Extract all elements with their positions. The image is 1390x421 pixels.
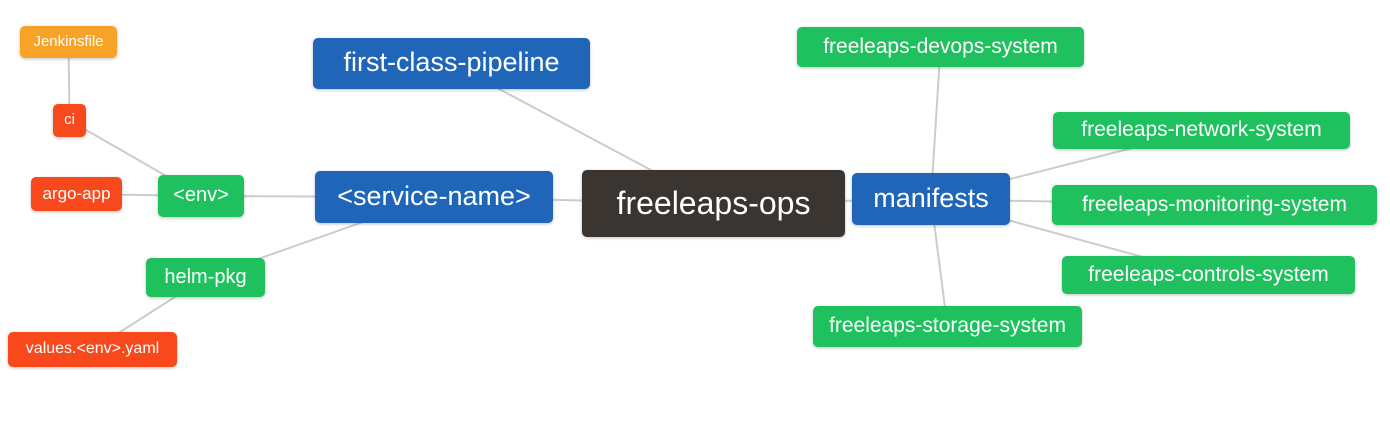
- node-label: <service-name>: [337, 180, 531, 211]
- node-label: freeleaps-monitoring-system: [1082, 192, 1347, 216]
- node-values-env-yaml[interactable]: values.<env>.yaml: [8, 332, 177, 367]
- node-label: Jenkinsfile: [33, 32, 104, 50]
- node-label: freeleaps-devops-system: [823, 34, 1058, 58]
- node-argo-app[interactable]: argo-app: [31, 177, 122, 211]
- node-freeleaps-network-system[interactable]: freeleaps-network-system: [1053, 112, 1350, 149]
- node-label: values.<env>.yaml: [25, 339, 160, 357]
- node-ci[interactable]: ci: [53, 104, 86, 137]
- node-label: freeleaps-network-system: [1081, 118, 1322, 141]
- node-label: manifests: [873, 182, 989, 213]
- node-first-class-pipeline[interactable]: first-class-pipeline: [313, 38, 590, 89]
- node-label: freeleaps-storage-system: [829, 314, 1066, 337]
- node-label: ci: [64, 111, 75, 128]
- node-label: freeleaps-ops: [616, 184, 811, 221]
- node-manifests[interactable]: manifests: [852, 173, 1010, 225]
- node-helm-pkg[interactable]: helm-pkg: [146, 258, 265, 297]
- node-label: argo-app: [42, 183, 111, 203]
- node-label: freeleaps-controls-system: [1088, 262, 1329, 286]
- node-freeleaps-monitoring-system[interactable]: freeleaps-monitoring-system: [1052, 185, 1377, 225]
- node-freeleaps-controls-system[interactable]: freeleaps-controls-system: [1062, 256, 1355, 294]
- node-label: first-class-pipeline: [343, 47, 560, 77]
- node-service-name[interactable]: <service-name>: [315, 171, 553, 223]
- node-label: helm-pkg: [164, 265, 247, 288]
- node-freeleaps-storage-system[interactable]: freeleaps-storage-system: [813, 306, 1082, 347]
- node-freeleaps-devops-system[interactable]: freeleaps-devops-system: [797, 27, 1084, 67]
- node-freeleaps-ops[interactable]: freeleaps-ops: [582, 170, 845, 237]
- node-jenkinsfile[interactable]: Jenkinsfile: [20, 26, 117, 58]
- node-env[interactable]: <env>: [158, 175, 244, 217]
- node-label: <env>: [173, 184, 229, 206]
